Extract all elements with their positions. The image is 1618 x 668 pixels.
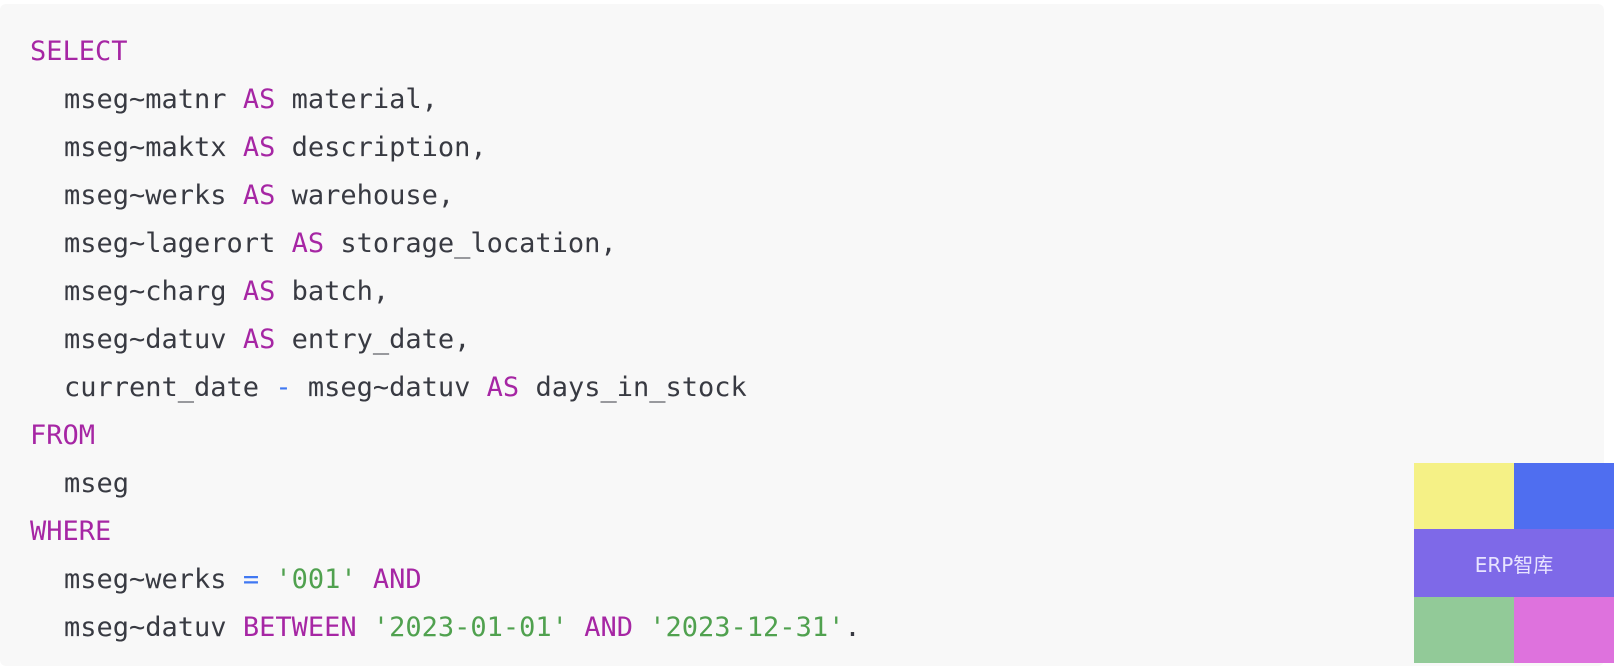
sql-string: '2023-12-31' [649, 612, 845, 643]
code-line: mseg~lagerort AS storage_location, [30, 220, 861, 268]
sql-keyword: FROM [30, 420, 96, 451]
sql-text [357, 612, 373, 643]
sql-text: mseg~datuv [64, 612, 243, 643]
sql-keyword: AS [242, 132, 276, 163]
sql-text [633, 612, 649, 643]
sql-keyword: AS [242, 276, 276, 307]
sql-keyword: AS [291, 228, 325, 259]
code-line: mseg~charg AS batch, [30, 268, 861, 316]
sql-operator: - [275, 372, 292, 403]
sql-text: mseg~werks [64, 564, 243, 595]
sql-text: current_date [64, 372, 276, 403]
sql-text [568, 612, 584, 643]
watermark-tile-green [1414, 597, 1514, 663]
sql-text [259, 564, 275, 595]
watermark-tile-pink [1514, 597, 1614, 663]
watermark-tile-yellow [1414, 463, 1514, 529]
sql-keyword: AS [486, 372, 520, 403]
code-line: mseg~werks AS warehouse, [30, 172, 861, 220]
watermark-tile-blue [1514, 463, 1614, 529]
sql-keyword: AS [242, 324, 276, 355]
sql-text: mseg~datuv [64, 324, 243, 355]
sql-keyword: WHERE [30, 516, 112, 547]
code-line: mseg~matnr AS material, [30, 76, 861, 124]
sql-text: storage_location, [324, 228, 617, 259]
sql-keyword: AS [242, 84, 276, 115]
watermark-label: ERP智库 [1414, 529, 1614, 597]
sql-text: mseg~charg [64, 276, 243, 307]
sql-text: description, [275, 132, 487, 163]
sql-keyword: SELECT [30, 36, 128, 67]
sql-text: batch, [275, 276, 390, 307]
sql-text: mseg~maktx [64, 132, 243, 163]
code-line: mseg~datuv BETWEEN '2023-01-01' AND '202… [30, 604, 861, 652]
sql-text: mseg~werks [64, 180, 243, 211]
sql-text: days_in_stock [519, 372, 747, 403]
sql-text [357, 564, 373, 595]
sql-text: entry_date, [275, 324, 471, 355]
code-line: SELECT [30, 28, 861, 76]
code-line: mseg~maktx AS description, [30, 124, 861, 172]
sql-string: '001' [275, 564, 357, 595]
code-line: mseg~werks = '001' AND [30, 556, 861, 604]
sql-keyword: AND [584, 612, 633, 643]
sql-text: mseg~datuv [291, 372, 487, 403]
sql-keyword: AND [372, 564, 422, 595]
code-line: mseg [30, 460, 861, 508]
code-line: current_date - mseg~datuv AS days_in_sto… [30, 364, 861, 412]
sql-text: material, [275, 84, 438, 115]
sql-text: warehouse, [275, 180, 455, 211]
sql-text: mseg [64, 468, 130, 499]
code-line: mseg~datuv AS entry_date, [30, 316, 861, 364]
sql-string: '2023-01-01' [372, 612, 568, 643]
sql-operator: = [242, 564, 260, 595]
sql-text: mseg~lagerort [64, 228, 292, 259]
erp-watermark-logo: ERP智库 [1414, 463, 1614, 663]
code-line: WHERE [30, 508, 861, 556]
code-line: FROM [30, 412, 861, 460]
sql-text: . [844, 612, 861, 643]
sql-text: mseg~matnr [64, 84, 243, 115]
sql-keyword: BETWEEN [242, 612, 357, 643]
sql-keyword: AS [242, 180, 276, 211]
